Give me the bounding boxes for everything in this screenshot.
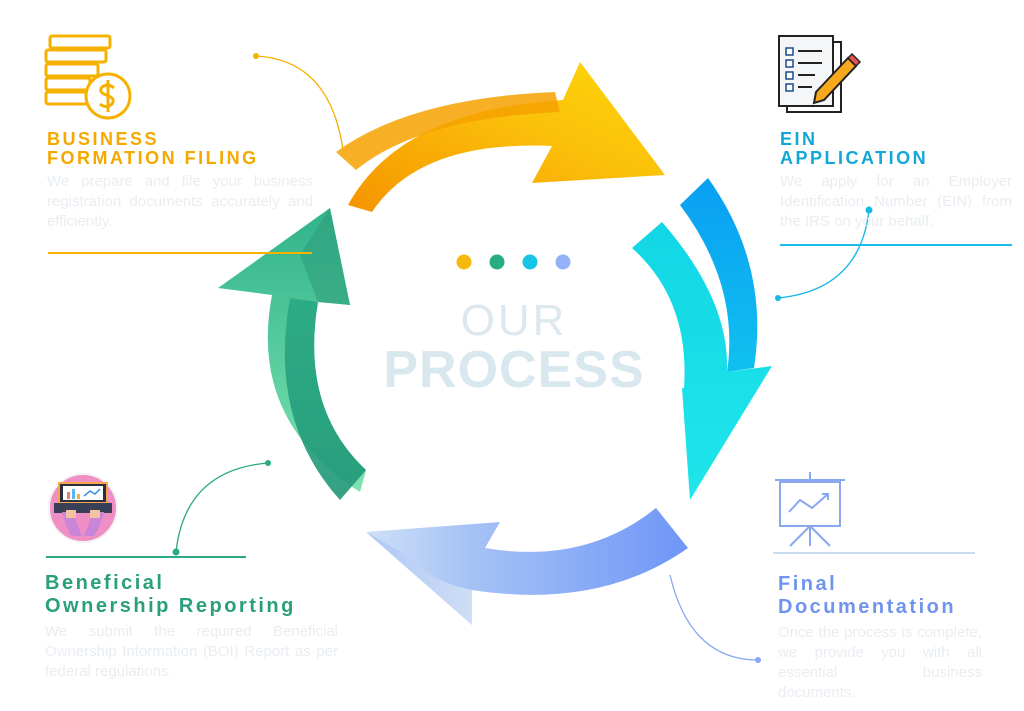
center-title-line2: PROCESS <box>364 340 664 400</box>
step-description: We apply for an Employer Identification … <box>780 172 1012 232</box>
document-pencil-icon <box>779 36 860 112</box>
center-dots <box>457 255 571 270</box>
step-title: Final Documentation <box>778 573 982 619</box>
arrow-blue <box>366 508 688 625</box>
step-description: Once the process is complete, we provide… <box>778 623 982 703</box>
center-title-line1: OUR <box>364 296 664 346</box>
step-business-formation: BUSINESS FORMATION FILING We prepare and… <box>47 130 313 232</box>
connector-blue <box>670 575 758 660</box>
connector-green <box>176 463 268 552</box>
step-beneficial-ownership: Beneficial Ownership Reporting We submit… <box>45 572 338 682</box>
coins-dollar-icon <box>46 36 130 118</box>
dot-blue <box>556 255 571 270</box>
step-ein-application: EIN APPLICATION We apply for an Employer… <box>780 130 1012 232</box>
presentation-board-icon <box>775 472 845 546</box>
step-title: Beneficial Ownership Reporting <box>45 572 338 618</box>
step-title: BUSINESS FORMATION FILING <box>47 130 313 168</box>
arrow-green <box>218 208 366 500</box>
arrow-gold <box>336 62 665 212</box>
step-title: EIN APPLICATION <box>780 130 1012 168</box>
step-final-documentation: Final Documentation Once the process is … <box>778 573 982 703</box>
dot-cyan <box>523 255 538 270</box>
dot-gold <box>457 255 472 270</box>
laptop-hands-icon <box>49 474 117 542</box>
step-description: We submit the required Beneficial Owners… <box>45 622 338 682</box>
step-description: We prepare and file your business regist… <box>47 172 313 232</box>
dot-green <box>490 255 505 270</box>
